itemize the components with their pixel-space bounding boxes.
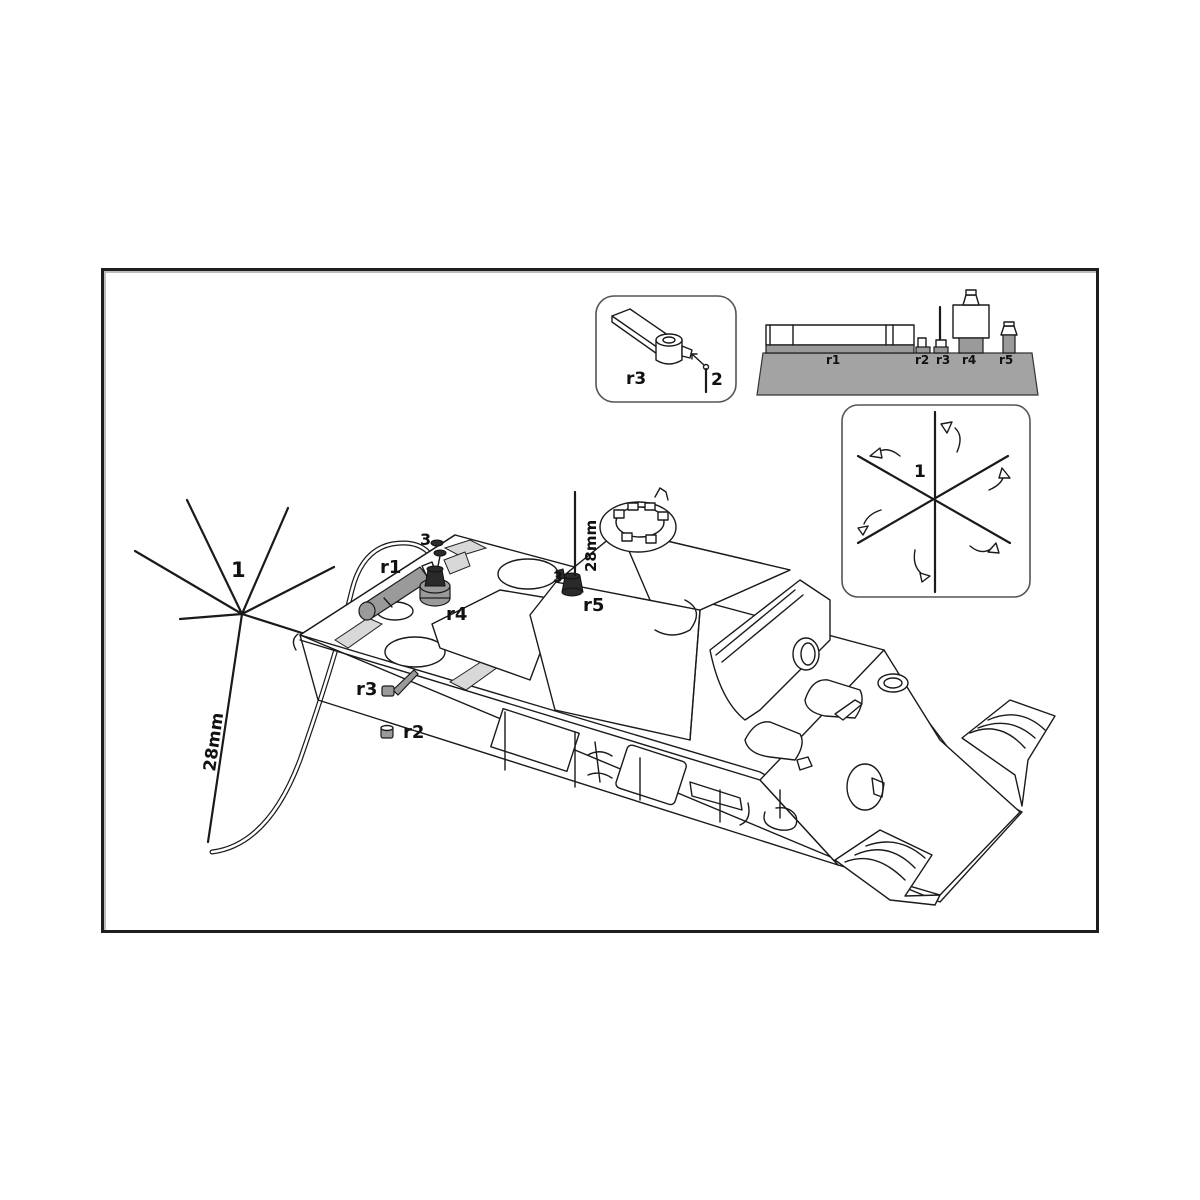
antenna-part-label: 1 bbox=[231, 558, 246, 582]
callout-washer-3-right: 3 bbox=[553, 570, 563, 586]
r3-label: r3 bbox=[626, 369, 646, 389]
antenna-star: 1 28mm bbox=[133, 498, 336, 844]
inset-sprue: r1 r2 r3 r4 r5 bbox=[756, 289, 1039, 396]
sprue-label-r5: r5 bbox=[999, 353, 1013, 367]
sprue-label-r1: r1 bbox=[826, 353, 840, 367]
antenna-length-label: 28mm bbox=[200, 711, 228, 772]
callout-r3: r3 bbox=[356, 679, 377, 700]
bend-direction-arrows bbox=[857, 421, 1011, 583]
side-stowage bbox=[490, 707, 798, 831]
callout-r1: r1 bbox=[380, 557, 401, 578]
callout-r4: r4 bbox=[446, 604, 467, 625]
bending-part-label: 1 bbox=[914, 462, 926, 482]
part-r5-antenna-base bbox=[555, 490, 584, 597]
sprue-label-r4: r4 bbox=[962, 353, 976, 367]
part-r2-cup bbox=[380, 724, 394, 739]
main-callouts: r1 r4 r5 r3 r2 3 3 28mm bbox=[356, 520, 604, 743]
resin-parts bbox=[358, 490, 584, 739]
sprue-label-r2: r2 bbox=[915, 353, 929, 367]
inset-antenna-bending: 1 bbox=[841, 404, 1031, 598]
callout-antenna-28mm: 28mm bbox=[582, 520, 600, 572]
part-r4-antenna-base bbox=[419, 549, 451, 607]
tank-hull bbox=[292, 487, 1056, 906]
callout-r2: r2 bbox=[403, 722, 424, 743]
inset-r3-detail: r3 2 bbox=[595, 295, 737, 403]
callout-r5: r5 bbox=[583, 595, 604, 616]
callout-washer-3-left: 3 bbox=[420, 530, 431, 549]
washer-3-icon bbox=[430, 539, 444, 547]
pin-2-label: 2 bbox=[711, 370, 723, 390]
sprue-label-r3: r3 bbox=[936, 353, 950, 367]
part-r3-bracket bbox=[381, 669, 419, 697]
